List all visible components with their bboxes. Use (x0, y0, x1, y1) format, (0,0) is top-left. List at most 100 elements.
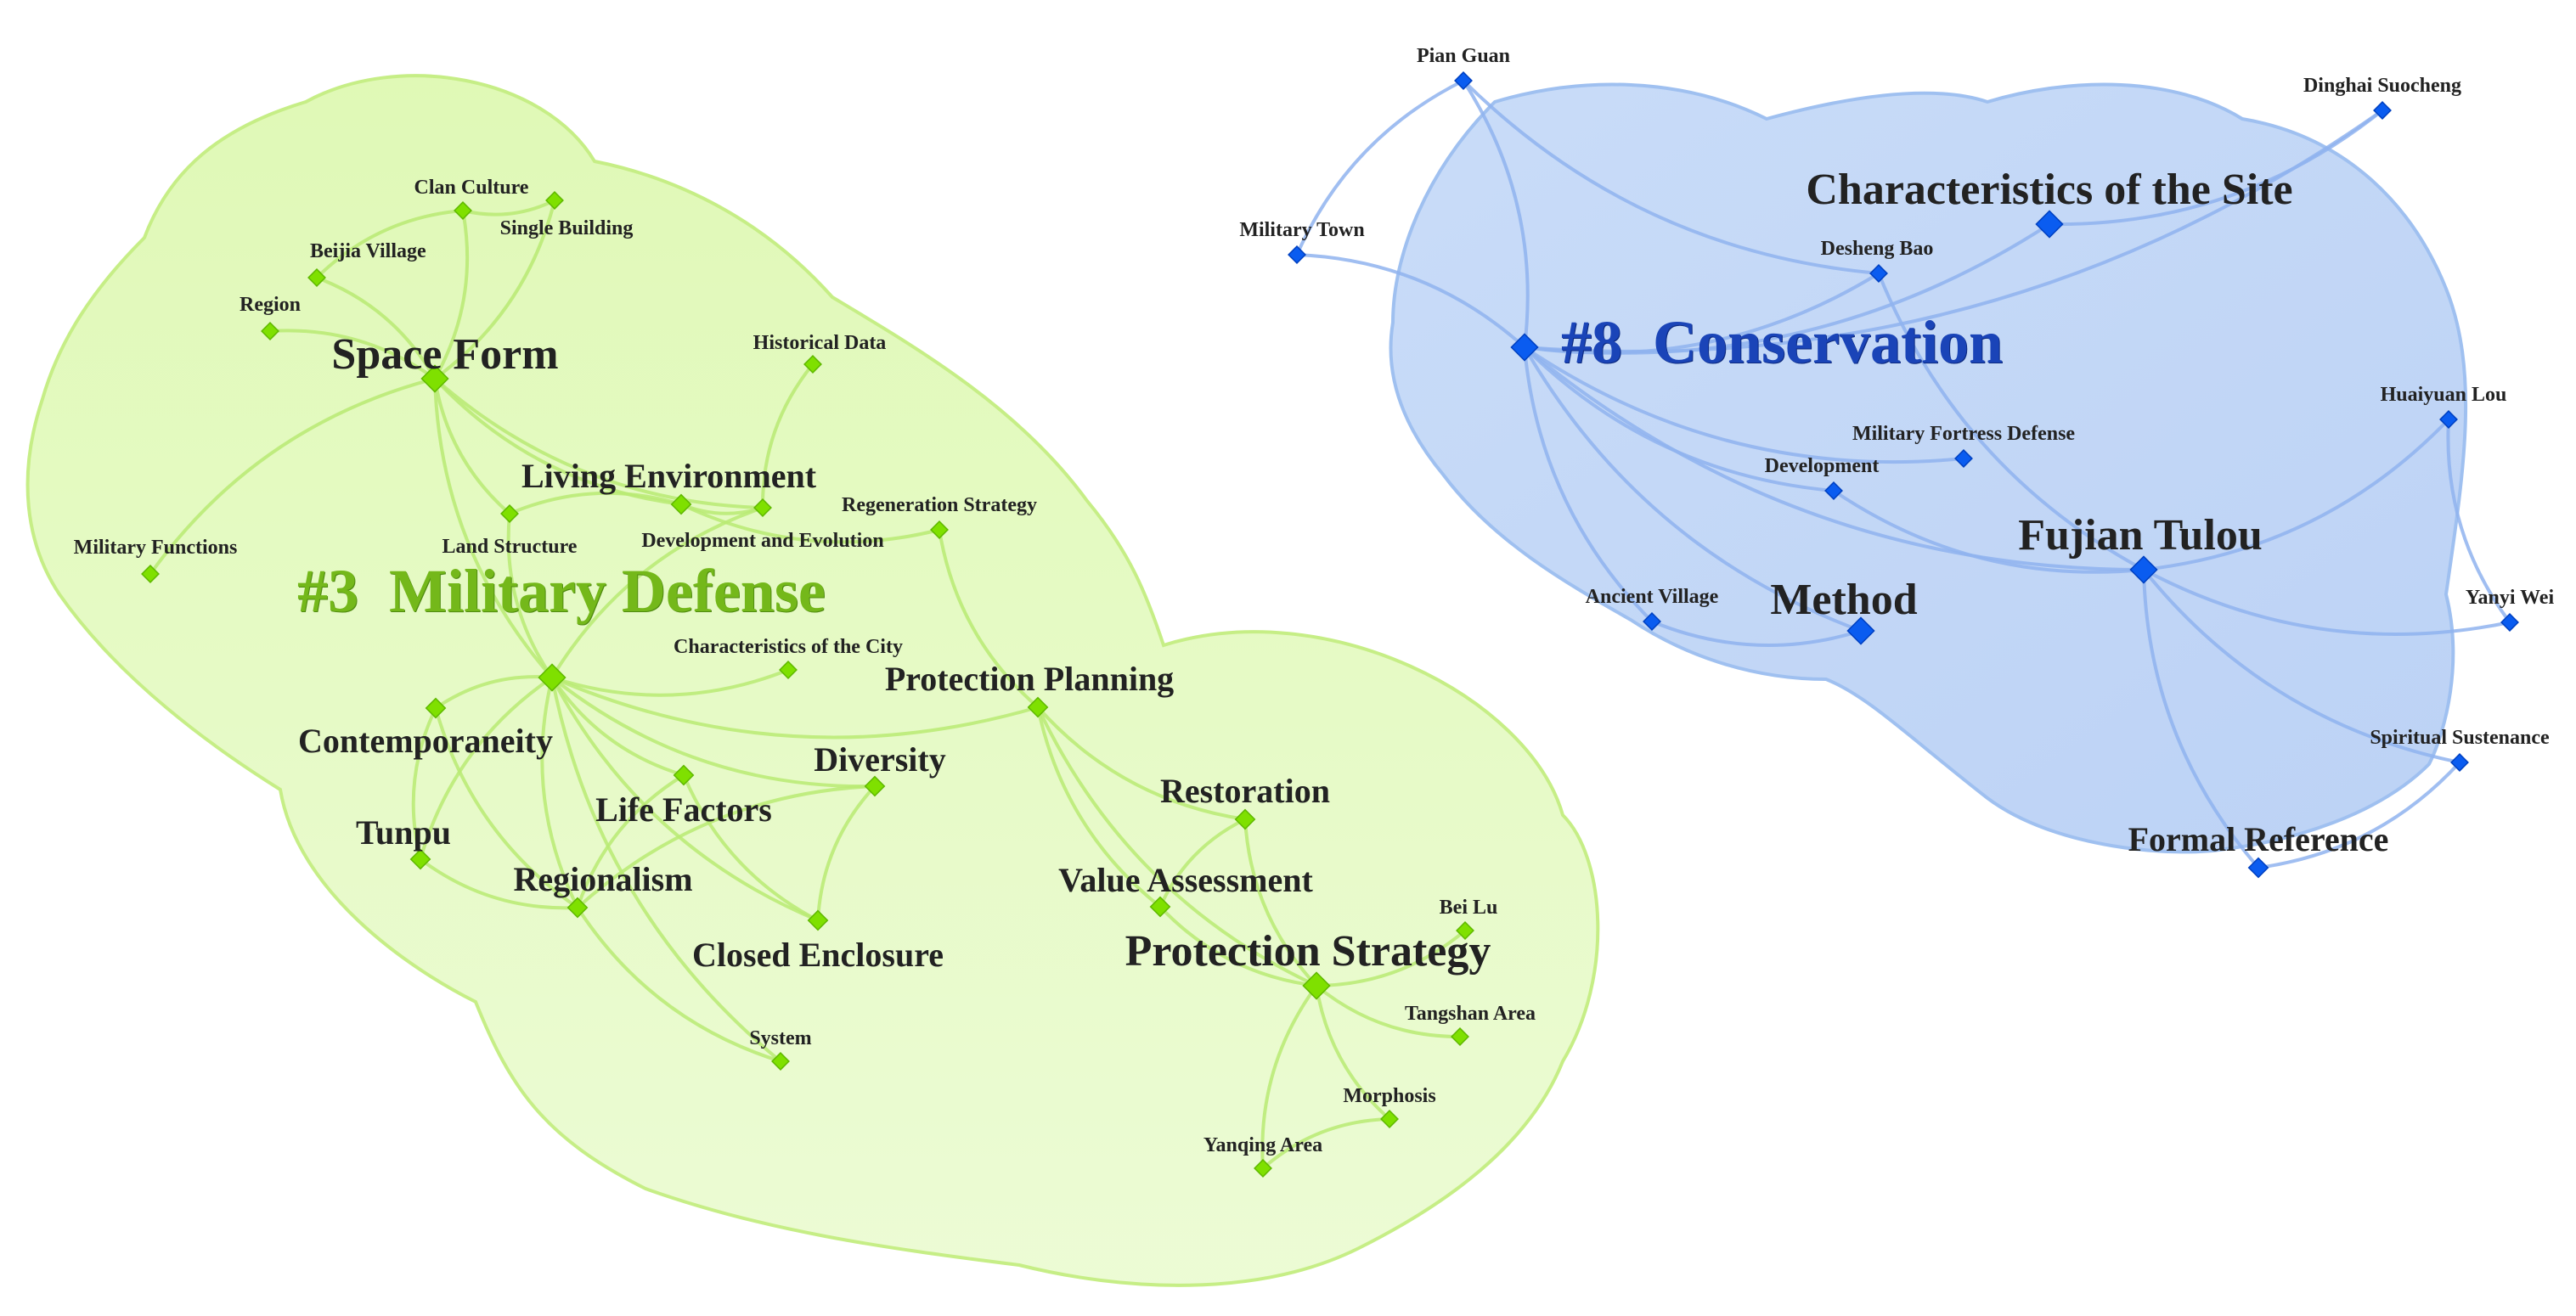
link-historical_data-dev_evolution (760, 363, 815, 509)
label-method: Method (1770, 576, 1917, 624)
label-historical-data: Historical Data (753, 332, 887, 354)
link-military_defense-system (550, 677, 782, 1063)
node-development[interactable] (1824, 481, 1843, 500)
label-development: Development (1765, 455, 1880, 477)
cluster-3-hull (25, 74, 1600, 1287)
link-morphosis-yanqing_area (1261, 1117, 1390, 1170)
link-protection_strategy-morphosis (1315, 985, 1391, 1121)
link-space_form-living_environment (433, 377, 682, 506)
label-region: Region (240, 294, 301, 316)
node-regen-strategy[interactable] (930, 520, 949, 539)
node-system[interactable] (771, 1052, 790, 1071)
node-pian-guan[interactable] (1454, 71, 1473, 90)
cluster-8-name: Conservation (1653, 308, 2003, 376)
label-yanyi-wei: Yanyi Wei (2466, 587, 2555, 609)
link-military_defense-char_city (551, 668, 789, 697)
link-protection_planning-restoration (1036, 706, 1246, 821)
node-military-defense[interactable] (538, 663, 566, 692)
node-dev-evolution[interactable] (753, 498, 772, 517)
node-tunpu[interactable] (409, 848, 431, 870)
node-diversity[interactable] (864, 775, 886, 797)
node-restoration[interactable] (1234, 808, 1256, 830)
link-conservation-method (1523, 346, 1862, 633)
node-mil-fortress[interactable] (1954, 449, 1973, 468)
node-conservation[interactable] (1510, 333, 1539, 362)
node-clan-culture[interactable] (454, 201, 472, 220)
node-huaiyuan-lou[interactable] (2439, 410, 2458, 429)
node-single-building[interactable] (545, 191, 564, 210)
link-space_form-military_defense (433, 378, 554, 679)
link-space_form-land_structure (433, 378, 511, 515)
label-formal-reference: Formal Reference (2128, 820, 2389, 858)
label-value-assessment: Value Assessment (1058, 861, 1313, 899)
label-military-town: Military Town (1239, 219, 1364, 241)
label-protection-planning: Protection Planning (885, 660, 1174, 698)
label-restoration: Restoration (1160, 772, 1330, 810)
link-protection_planning-value_assessment (1036, 706, 1162, 908)
label-fujian-tulou: Fujian Tulou (2018, 511, 2263, 560)
label-system: System (749, 1027, 811, 1049)
link-conservation-fujian_tulou (1523, 346, 2145, 572)
label-regen-strategy: Regeneration Strategy (842, 494, 1037, 516)
node-yanyi-wei[interactable] (2500, 613, 2519, 632)
link-life_factors-regionalism (576, 773, 685, 908)
link-conservation-pian_guan (1462, 79, 1530, 348)
node-fujian-tulou[interactable] (2129, 555, 2158, 584)
node-method[interactable] (1846, 616, 1875, 645)
node-yanqing-area[interactable] (1254, 1159, 1272, 1178)
node-living-environment[interactable] (670, 493, 692, 515)
label-char-city: Characteristics of the City (674, 636, 903, 658)
link-conservation-dinghai_suocheng (1524, 109, 2384, 353)
node-morphosis[interactable] (1380, 1110, 1399, 1128)
node-char-site[interactable] (2035, 210, 2064, 239)
link-conservation-ancient_village (1523, 346, 1654, 623)
node-military-town[interactable] (1288, 245, 1306, 264)
link-contemporaneity-tunpu (411, 707, 437, 860)
node-space-form[interactable] (420, 364, 449, 393)
node-beijia-village[interactable] (307, 268, 326, 287)
node-char-city[interactable] (779, 661, 798, 679)
link-pian_guan-military_town (1295, 79, 1464, 256)
node-historical-data[interactable] (803, 355, 822, 374)
node-region[interactable] (261, 322, 279, 340)
node-tangshan-area[interactable] (1451, 1027, 1469, 1046)
link-protection_strategy-bei_lu (1316, 929, 1467, 987)
label-closed-enclosure: Closed Enclosure (692, 936, 944, 974)
node-land-structure[interactable] (500, 504, 519, 523)
label-spiritual-sustenance: Spiritual Sustenance (2370, 727, 2550, 749)
label-desheng-bao: Desheng Bao (1821, 238, 1934, 260)
link-fujian_tulou-formal_reference (2142, 569, 2260, 869)
node-desheng-bao[interactable] (1869, 264, 1888, 283)
label-ancient-village: Ancient Village (1586, 586, 1719, 608)
node-life-factors[interactable] (673, 764, 695, 786)
node-formal-reference[interactable] (2247, 857, 2269, 879)
link-pian_guan-desheng_bao (1462, 79, 1880, 275)
node-bei-lu[interactable] (1456, 921, 1474, 940)
link-fujian_tulou-huaiyuan_lou (2143, 418, 2450, 571)
link-contemporaneity-regionalism (434, 707, 579, 909)
node-ancient-village[interactable] (1643, 612, 1661, 631)
link-ancient_village-method (1651, 620, 1862, 647)
node-protection-strategy[interactable] (1302, 971, 1331, 1000)
link-living_environment-land_structure (509, 491, 682, 515)
node-military-functions[interactable] (141, 565, 160, 583)
node-regionalism[interactable] (566, 897, 589, 919)
link-space_form-region (269, 329, 437, 380)
link-protection_strategy-yanqing_area (1260, 984, 1318, 1169)
link-huaiyuan_lou-yanyi_wei (2446, 419, 2511, 624)
node-protection-planning[interactable] (1027, 696, 1049, 718)
link-regionalism-system (576, 906, 781, 1063)
link-fujian_tulou-yanyi_wei (2143, 568, 2511, 636)
link-military_defense-protection_planning (551, 676, 1039, 740)
node-closed-enclosure[interactable] (807, 909, 829, 931)
node-value-assessment[interactable] (1149, 896, 1171, 918)
node-contemporaneity[interactable] (425, 697, 447, 719)
link-living_environment-regen_strategy (680, 503, 940, 544)
node-dinghai-suocheng[interactable] (2373, 101, 2392, 120)
label-land-structure: Land Structure (442, 536, 578, 558)
link-protection_strategy-tangshan_area (1315, 984, 1461, 1039)
label-protection-strategy: Protection Strategy (1125, 927, 1491, 976)
node-spiritual-sustenance[interactable] (2450, 753, 2469, 772)
